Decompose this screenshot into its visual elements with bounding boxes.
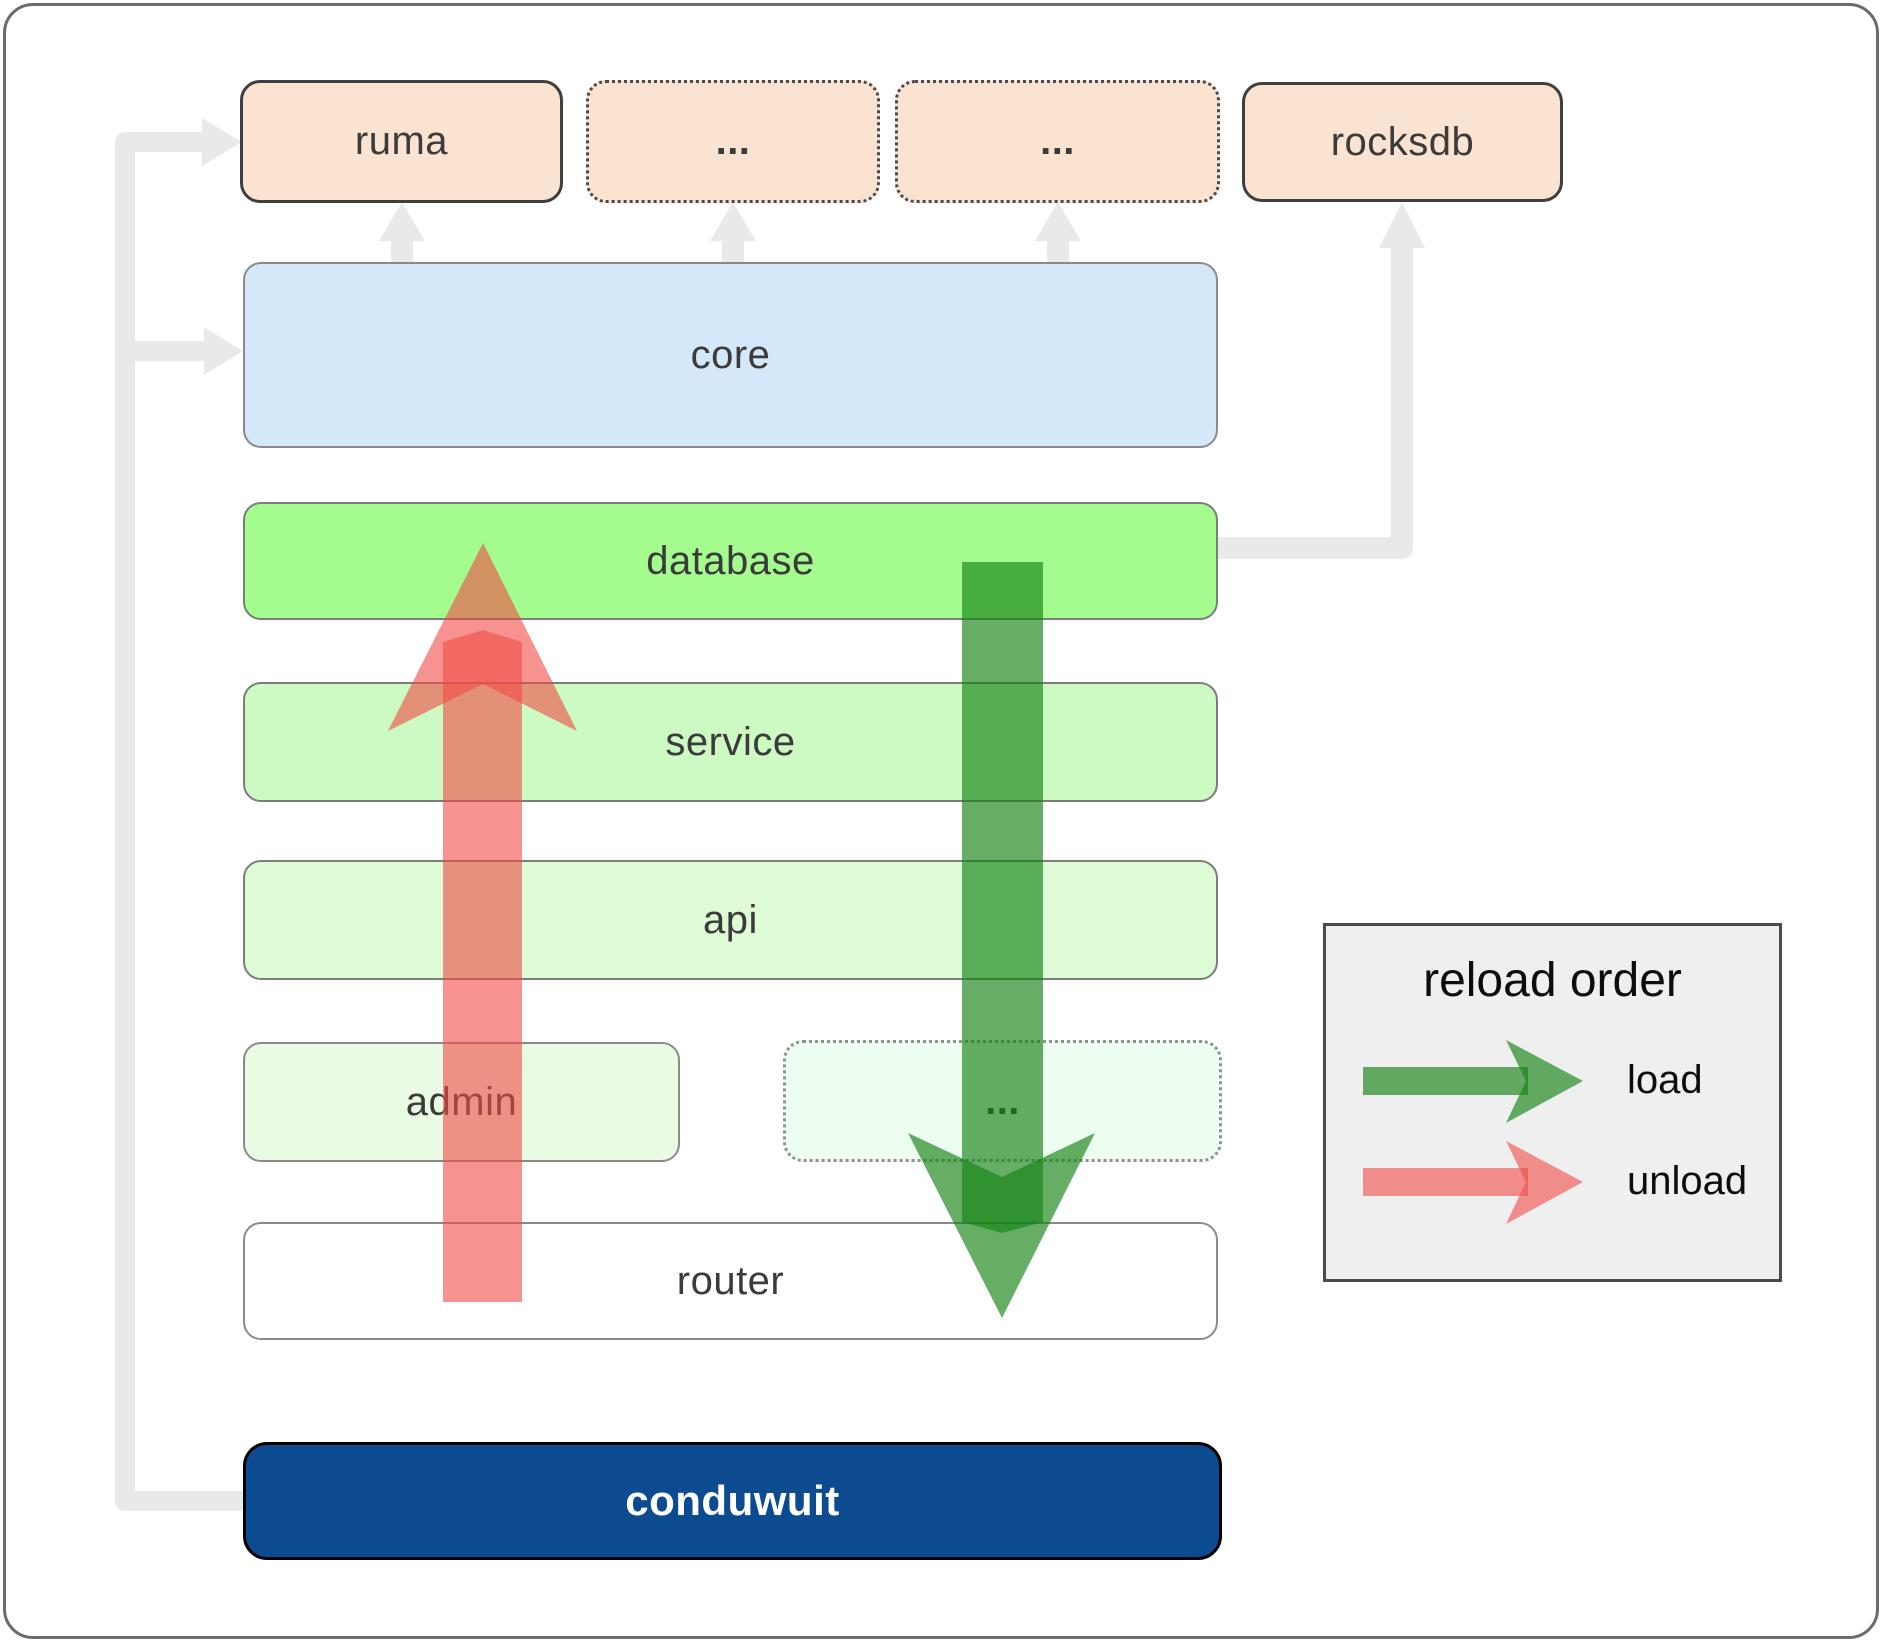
connector-core-to-ellipsis-2 (1035, 202, 1081, 262)
box-ruma-label: ruma (354, 119, 449, 163)
box-ruma: ruma (240, 80, 563, 203)
legend-unload-label: unload (1627, 1159, 1748, 1203)
connector-core-to-ruma (379, 202, 425, 262)
arrowhead-into-core-icon (204, 327, 243, 375)
arrowhead-into-rocksdb-icon (1379, 202, 1425, 248)
connector-core-to-ellipsis-1 (710, 202, 756, 262)
box-rocksdb: rocksdb (1242, 82, 1563, 202)
box-ellipsis-top-2: ... (895, 80, 1220, 203)
legend-title: reload order (1423, 954, 1682, 1007)
box-router-label: router (676, 1258, 785, 1303)
box-ellipsis-mid: ... (783, 1040, 1222, 1162)
box-rocksdb-label: rocksdb (1330, 119, 1475, 164)
box-service-label: service (665, 719, 796, 764)
box-core: core (243, 262, 1218, 448)
box-conduwuit-label: conduwuit (625, 1477, 840, 1524)
box-api-label: api (703, 897, 758, 942)
legend-load-label: load (1627, 1058, 1703, 1102)
box-database: database (243, 502, 1218, 620)
arrowhead-into-ruma-icon (202, 118, 242, 166)
box-ellipsis-mid-label: ... (985, 1078, 1020, 1123)
box-admin: admin (243, 1042, 680, 1162)
box-router: router (243, 1222, 1218, 1340)
box-core-label: core (690, 332, 771, 377)
connector-conduwuit-to-ruma (115, 132, 243, 1511)
box-ellipsis-top-1: ... (586, 80, 880, 203)
box-ellipsis-top-1-label: ... (715, 119, 751, 163)
box-service: service (243, 682, 1218, 802)
box-admin-label: admin (405, 1079, 518, 1124)
box-api: api (243, 860, 1218, 980)
box-conduwuit: conduwuit (243, 1442, 1222, 1560)
box-database-label: database (646, 538, 815, 583)
connector-database-to-rocksdb (1218, 246, 1413, 559)
box-ellipsis-top-2-label: ... (1040, 119, 1075, 163)
